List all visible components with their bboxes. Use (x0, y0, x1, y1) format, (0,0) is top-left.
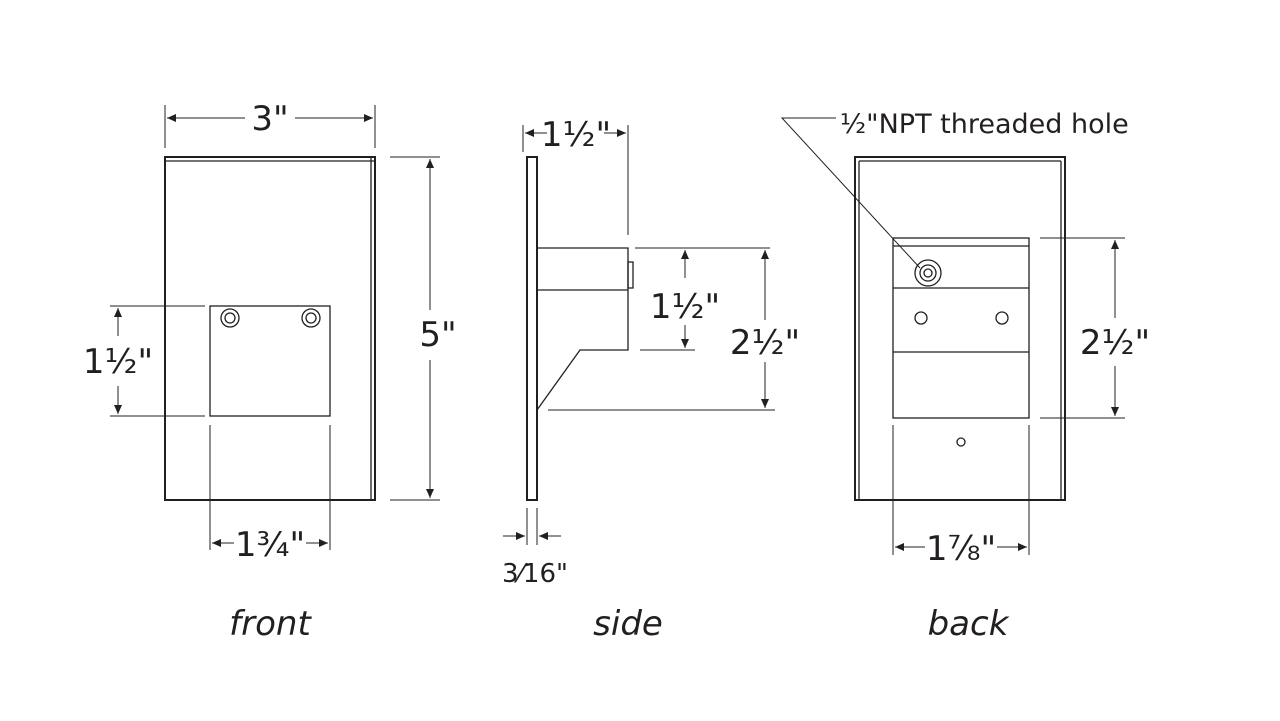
side-inner-height-label: 1½" (650, 287, 720, 327)
back-housing (892, 237, 1030, 419)
side-depth-label: 1½" (541, 115, 611, 155)
front-housing-width-label: 1¾" (235, 525, 305, 565)
back-view-label: back (928, 604, 1010, 644)
side-housing (536, 247, 629, 411)
back-mount-hole-right (995, 311, 1009, 325)
front-height-label: 5" (419, 315, 456, 355)
back-housing-width-label: 1⅞" (926, 529, 996, 569)
side-plate (526, 156, 538, 501)
front-width-label: 3" (251, 99, 288, 139)
side-outer-height-label: 2½" (730, 323, 800, 363)
front-plate (164, 156, 376, 501)
back-mount-hole-left (914, 311, 928, 325)
front-screw-left (220, 308, 240, 328)
back-housing-height-label: 2½" (1080, 323, 1150, 363)
front-housing (209, 305, 331, 417)
side-view-label: side (593, 604, 663, 644)
callout-leader (780, 117, 921, 269)
npt-threaded-hole (914, 259, 942, 287)
front-screw-right (301, 308, 321, 328)
back-drain-hole (956, 437, 966, 447)
back-view: ½"NPT threaded hole 2½" 1⅞" back (780, 109, 1150, 644)
side-view: 1½" 1½" 2½" 3⁄16" side (502, 115, 800, 644)
side-thickness-label: 3⁄16" (502, 559, 568, 589)
front-view: 3" 5" 1½" 1¾" front (83, 99, 457, 644)
back-plate (854, 156, 1066, 501)
npt-callout-label: ½"NPT threaded hole (840, 109, 1129, 140)
front-housing-height-label: 1½" (83, 342, 153, 382)
front-view-label: front (229, 604, 312, 644)
